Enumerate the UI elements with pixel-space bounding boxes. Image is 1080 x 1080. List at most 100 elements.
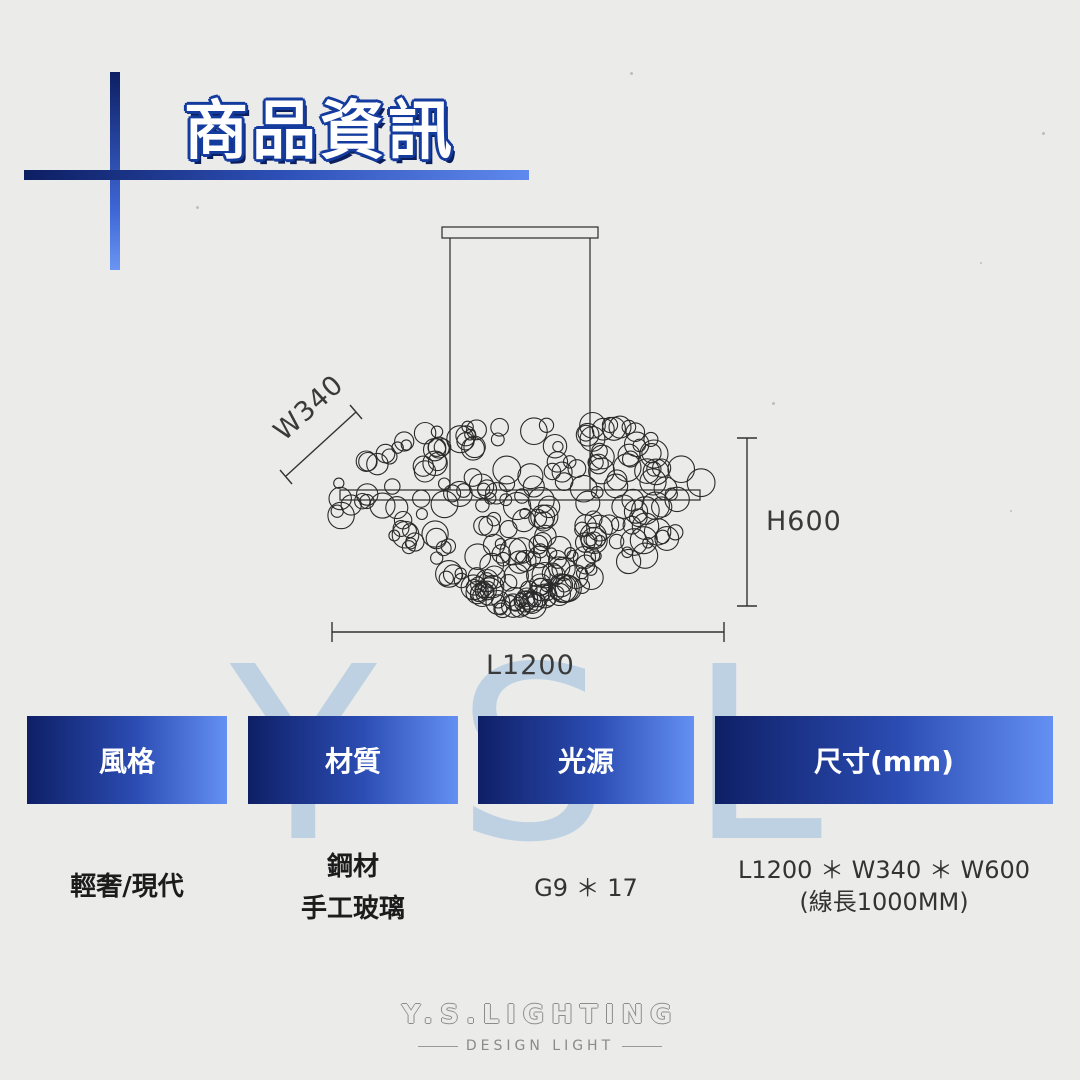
glass-bubble [412, 455, 434, 477]
glass-bubble [583, 532, 598, 547]
glass-bubble [615, 548, 642, 575]
glass-bubble [464, 543, 492, 571]
glass-bubble [590, 485, 604, 499]
glass-bubble [456, 483, 471, 498]
glass-bubble [527, 545, 551, 569]
glass-bubble [554, 472, 574, 491]
glass-bubble [643, 431, 659, 447]
glass-bubble [415, 507, 428, 521]
glass-bubble [490, 432, 505, 447]
tagline-text: DESIGN LIGHT [465, 1038, 615, 1054]
glass-bubble [598, 514, 620, 535]
glass-bubble [588, 453, 609, 475]
glass-bubble [537, 495, 561, 519]
glass-bubble [591, 417, 615, 441]
glass-bubble [522, 596, 539, 613]
glass-bubble [621, 450, 640, 468]
glass-bubble [594, 534, 606, 547]
glass-bubble [412, 489, 431, 508]
glass-bubble [430, 425, 444, 439]
glass-bubble [567, 459, 587, 479]
glass-bubble [366, 452, 389, 476]
glass-bubble [634, 458, 660, 484]
header-size-label: 尺寸(mm) [814, 745, 954, 778]
glass-bubble [463, 468, 483, 487]
glass-bubble [384, 478, 401, 495]
glass-bubble [475, 498, 490, 513]
glass-bubble [499, 574, 518, 592]
glass-bubble [502, 491, 532, 521]
glass-bubble [491, 544, 512, 564]
glass-bubble [394, 431, 415, 452]
glass-bubble [400, 439, 412, 451]
glass-bubble [478, 572, 495, 589]
glass-bubble [526, 562, 551, 588]
glass-bubble [465, 580, 489, 605]
glass-bubble [628, 508, 648, 528]
glass-bubble [549, 573, 574, 598]
glass-bubble [443, 484, 462, 503]
glass-bubble [413, 421, 437, 445]
glass-bubble [646, 461, 662, 477]
glass-bubble [392, 520, 410, 537]
glass-bubble [667, 455, 696, 484]
glass-bubble [438, 570, 454, 586]
glass-bubble [456, 432, 475, 451]
glass-bubble [588, 457, 615, 485]
glass-bubble [359, 493, 375, 510]
glass-bubble [629, 526, 658, 555]
glass-bubble [354, 492, 371, 510]
glass-bubble [577, 424, 595, 442]
material-line-steel: 鋼材 [326, 852, 379, 882]
glass-bubble [622, 515, 642, 535]
glass-bubble [566, 549, 579, 563]
glass-bubble [575, 490, 601, 516]
glass-bubble [546, 547, 558, 559]
header-style: 風格 [27, 716, 227, 804]
glass-bubble [355, 450, 378, 472]
glass-bubble [453, 572, 470, 589]
glass-bubble [529, 577, 553, 602]
height-label: H600 [766, 506, 842, 537]
header-light-source-label: 光源 [557, 745, 614, 778]
glass-bubble [469, 582, 495, 608]
glass-bubble [522, 475, 545, 498]
width-dimension-line [279, 404, 363, 485]
glass-bubble [631, 496, 660, 525]
glass-bubble [464, 428, 476, 441]
glass-bubble [642, 458, 670, 486]
glass-bubble [340, 494, 362, 516]
glass-bubble [427, 452, 447, 472]
glass-bubble [608, 415, 632, 439]
glass-bubble [472, 588, 486, 603]
brand-logo: Y.S.LIGHTING [401, 1000, 679, 1030]
glass-bubble [575, 567, 589, 580]
glass-bubble [514, 549, 537, 572]
glass-bubble [402, 523, 417, 539]
glass-bubble [512, 508, 536, 533]
brand-tagline: DESIGN LIGHT [340, 1038, 740, 1054]
glass-bubble [532, 532, 552, 552]
glass-bubble [527, 486, 555, 514]
page-title: 商品資訊 [184, 95, 456, 169]
glass-bubble [611, 494, 636, 519]
glass-bubble [499, 537, 528, 566]
glass-bubble [606, 469, 628, 491]
glass-bubble [575, 422, 600, 447]
size-value: L1200 ＊ W340 ＊ W600 (線長1000MM) [715, 854, 1053, 918]
glass-bubble [504, 595, 517, 607]
glass-bubble [388, 529, 401, 542]
glass-bubble [435, 560, 463, 588]
glass-bubble [461, 436, 485, 461]
glass-bubble [591, 442, 608, 460]
glass-bubble [499, 520, 518, 539]
glass-bubble [494, 602, 508, 616]
material-line-glass: 手工玻璃 [300, 894, 405, 924]
glass-bubble [499, 493, 513, 507]
glass-bubble [507, 550, 532, 574]
length-label: L1200 [486, 650, 575, 681]
glass-bubble [639, 468, 667, 496]
glass-bubble [421, 520, 449, 548]
glass-bubble [564, 547, 577, 559]
